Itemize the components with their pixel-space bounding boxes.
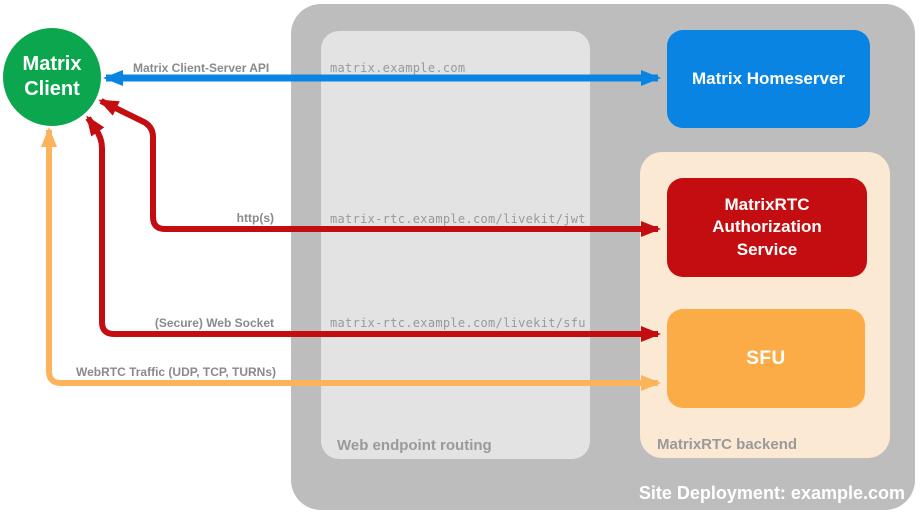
endpoint-livekit-jwt: matrix-rtc.example.com/livekit/jwt xyxy=(330,212,586,226)
web-endpoint-routing-zone xyxy=(321,31,590,459)
matrix-client-label-line2: Client xyxy=(24,78,80,100)
matrix-homeserver-label: Matrix Homeserver xyxy=(691,69,846,88)
endpoint-livekit-sfu: matrix-rtc.example.com/livekit/sfu xyxy=(330,316,586,330)
matrixrtc-auth-service-node: MatrixRTC Authorization Service xyxy=(667,178,867,277)
sfu-label: SFU xyxy=(746,347,786,369)
https-arrow-label: http(s) xyxy=(236,211,274,225)
site-deployment-label: Site Deployment: example.com xyxy=(638,483,905,503)
matrix-homeserver-node: Matrix Homeserver xyxy=(667,30,870,128)
sfu-node: SFU xyxy=(667,309,865,408)
webrtc-traffic-arrow-label: WebRTC Traffic (UDP, TCP, TURNs) xyxy=(75,365,276,379)
matrix-client-node: Matrix Client xyxy=(3,28,101,126)
web-endpoint-routing-label: Web endpoint routing xyxy=(337,437,492,454)
matrixrtc-backend-label: MatrixRTC backend xyxy=(657,436,798,453)
websocket-arrow-label: (Secure) Web Socket xyxy=(154,316,274,330)
client-server-api-arrow-label: Matrix Client-Server API xyxy=(133,61,270,75)
matrix-client-label-line1: Matrix xyxy=(22,53,82,75)
matrixrtc-auth-service-label: MatrixRTC Authorization Service xyxy=(712,195,822,259)
endpoint-matrix-example-com: matrix.example.com xyxy=(330,61,466,75)
